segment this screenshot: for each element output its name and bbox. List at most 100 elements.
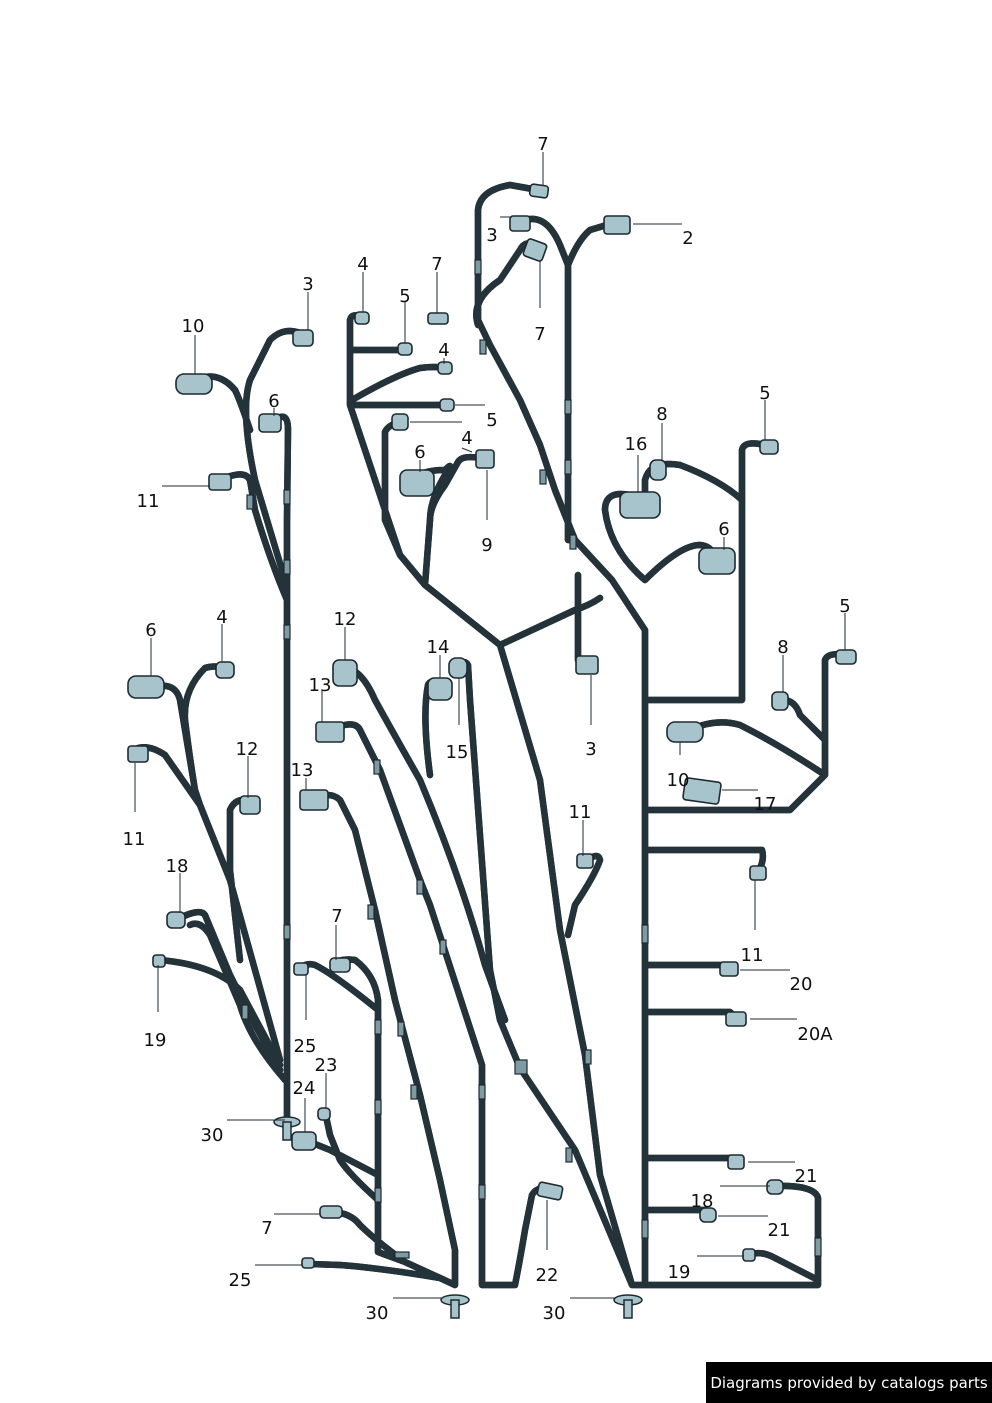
- callout-label: 11: [137, 491, 160, 512]
- connector-13: [299, 789, 329, 811]
- callout-label: 11: [741, 945, 764, 966]
- callout-label: 6: [145, 620, 156, 641]
- clip: [283, 489, 291, 505]
- callout-label: 30: [366, 1303, 389, 1324]
- clip: [478, 1084, 486, 1100]
- callout-label: 14: [427, 637, 450, 658]
- clip: [641, 924, 649, 944]
- grommet-30-right: [613, 1294, 643, 1319]
- callout-label: 5: [839, 596, 850, 617]
- callout-label: 4: [438, 340, 449, 361]
- callout-label: 3: [302, 274, 313, 295]
- callout-label: 8: [656, 404, 667, 425]
- wiring-harness-diagram: 7 3 2 4 7 5 4 7 5 4 6 9 3 10 6 11 16 8 5…: [123, 134, 857, 1324]
- connector-6: [399, 469, 435, 497]
- callout-label: 7: [261, 1218, 272, 1239]
- grommet-30-middle: [440, 1294, 470, 1319]
- clip: [439, 939, 447, 955]
- clip: [246, 494, 254, 510]
- connector-20: [719, 961, 739, 977]
- clip: [479, 339, 487, 355]
- connector-19: [742, 1248, 756, 1262]
- callout-label: 19: [668, 1262, 691, 1283]
- callout-label: 3: [486, 225, 497, 246]
- callout-label: 4: [461, 428, 472, 449]
- callout-label: 11: [569, 802, 592, 823]
- callout-label: 21: [795, 1166, 818, 1187]
- connector-12: [239, 795, 261, 815]
- connector-10: [175, 373, 213, 395]
- callout-label: 18: [691, 1191, 714, 1212]
- callout-label: 25: [294, 1036, 317, 1057]
- connector-18: [166, 911, 186, 929]
- connector-11: [576, 853, 594, 869]
- callout-label: 11: [123, 829, 146, 850]
- connector-8: [649, 459, 667, 481]
- clip: [814, 1237, 822, 1257]
- clip: [416, 879, 424, 895]
- callout-label: 20: [790, 974, 813, 995]
- clip: [564, 459, 572, 475]
- connector-22: [536, 1181, 564, 1201]
- callout-label: 5: [399, 286, 410, 307]
- callout-label: 13: [309, 675, 332, 696]
- callout-label: 22: [536, 1265, 559, 1286]
- connector-16: [619, 491, 661, 519]
- connector-21: [727, 1154, 745, 1170]
- callout-label: 9: [481, 535, 492, 556]
- callout-label: 17: [754, 794, 777, 815]
- clip: [374, 1099, 382, 1115]
- connector-19: [152, 954, 166, 968]
- connector-4: [215, 661, 235, 679]
- clip: [397, 1021, 405, 1037]
- clip: [641, 1219, 649, 1239]
- connector-8: [771, 691, 789, 711]
- connector-9: [475, 449, 495, 469]
- clip: [565, 1147, 573, 1163]
- connector-5: [759, 439, 779, 455]
- callout-label: 13: [291, 760, 314, 781]
- connector-18: [699, 1207, 717, 1223]
- clip: [564, 399, 572, 415]
- callout-label: 6: [718, 519, 729, 540]
- callout-label: 6: [268, 391, 279, 412]
- callout-label: 18: [166, 856, 189, 877]
- connector: [603, 215, 631, 235]
- callout-label: 12: [334, 609, 357, 630]
- connector: [439, 398, 455, 412]
- connector-11: [749, 865, 767, 881]
- clip: [394, 1251, 410, 1259]
- clip: [410, 1084, 418, 1100]
- clip: [374, 1187, 382, 1203]
- clip: [283, 624, 291, 640]
- connector: [427, 312, 449, 325]
- connector-6: [127, 675, 165, 699]
- callout-label: 7: [534, 324, 545, 345]
- clip: [373, 759, 381, 775]
- callout-label: 15: [446, 742, 469, 763]
- connector-14: [427, 677, 453, 701]
- callout-label: 12: [236, 739, 259, 760]
- callout-label: 21: [768, 1220, 791, 1241]
- callout-label: 30: [543, 1303, 566, 1324]
- connector-3: [575, 655, 599, 675]
- callout-label: 25: [229, 1270, 252, 1291]
- callout-label: 7: [431, 254, 442, 275]
- connector-24: [291, 1131, 317, 1151]
- clip: [374, 1019, 382, 1035]
- connector-21: [766, 1179, 784, 1195]
- connector-11: [208, 473, 232, 491]
- callout-label: 20A: [797, 1024, 833, 1045]
- connector: [391, 413, 409, 431]
- connector-6: [258, 413, 282, 433]
- clip: [539, 469, 547, 485]
- callout-label: 23: [315, 1055, 338, 1076]
- connector-7: [329, 957, 351, 973]
- connector: [522, 238, 548, 262]
- callout-label: 5: [759, 383, 770, 404]
- connector-11: [127, 745, 149, 763]
- connector-5: [835, 649, 857, 665]
- clip: [514, 1059, 528, 1075]
- callout-label: 4: [216, 607, 227, 628]
- connector-6: [698, 547, 736, 575]
